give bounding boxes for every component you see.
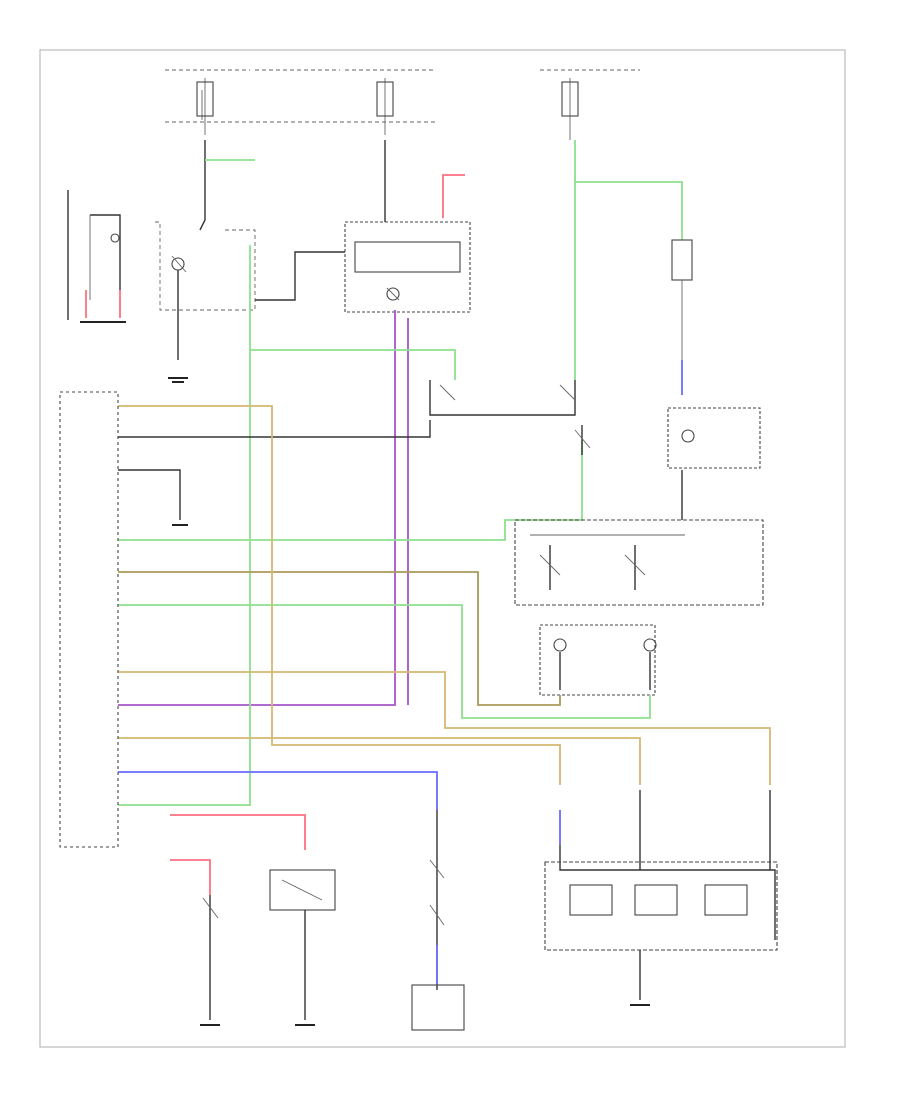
wire-tan-1 — [118, 405, 561, 785]
middle-switches — [411, 810, 465, 1031]
cruise-control-unit — [59, 391, 119, 848]
wire-purple — [118, 310, 396, 706]
cruise-main-switch — [80, 214, 126, 323]
wire-red-bottom-2 — [170, 859, 211, 895]
set-resume-switch — [514, 519, 764, 606]
wire-green-brake — [118, 440, 583, 541]
diagram-frame — [39, 49, 846, 1048]
wire-black-relay-unit — [255, 251, 345, 301]
wire-red-bottom — [170, 814, 306, 850]
actuator — [269, 869, 336, 1026]
wire-tan-3 — [118, 737, 641, 785]
main-relay — [155, 140, 256, 383]
indicator-lamps — [539, 624, 657, 696]
cruise-module — [344, 140, 471, 313]
wire-red-top — [442, 174, 465, 218]
vehicle-speed-sensor — [667, 407, 761, 520]
fuse-panel-right — [540, 69, 640, 140]
fuse-panel-left — [165, 69, 435, 135]
wire-green-2 — [118, 604, 651, 719]
relay-group — [544, 790, 778, 1006]
wire-green-horizontal — [250, 349, 456, 380]
brake-pedal-switch — [118, 380, 576, 438]
wire-blue-1 — [118, 771, 438, 810]
wire-ground-unit — [118, 469, 181, 520]
wire-olive-1 — [118, 571, 561, 706]
wire-green-vertical — [118, 245, 251, 806]
cruise-indicator — [671, 239, 693, 395]
wire-tan-2 — [118, 671, 771, 785]
fuse-panel-middle — [345, 69, 435, 135]
bottom-left-switch — [200, 895, 220, 1026]
wire-green-right-top — [574, 140, 683, 240]
clutch-switch — [574, 425, 591, 455]
